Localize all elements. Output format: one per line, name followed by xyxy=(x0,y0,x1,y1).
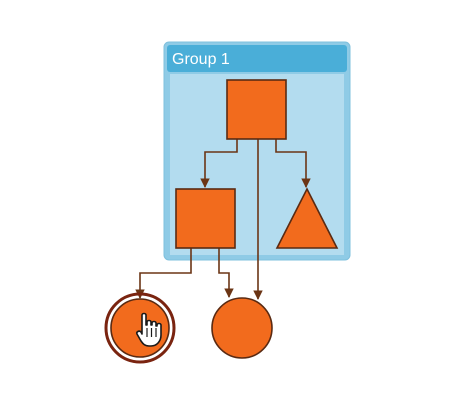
group-title: Group 1 xyxy=(172,51,230,68)
node-square-left[interactable] xyxy=(175,188,236,249)
hand-pointer-icon xyxy=(136,312,162,347)
node-square-top[interactable] xyxy=(226,79,287,140)
edges xyxy=(135,139,311,300)
selection-ring xyxy=(104,292,176,364)
node-triangle-right[interactable] xyxy=(275,187,339,249)
node-circle-left[interactable] xyxy=(104,292,176,364)
nodes xyxy=(104,79,339,364)
edge-left-square-to-left-circle[interactable] xyxy=(135,248,192,299)
node-circle-right[interactable] xyxy=(211,297,273,359)
edge-top-to-triangle[interactable] xyxy=(275,139,311,188)
edge-left-square-to-right-circle[interactable] xyxy=(218,248,234,298)
edge-top-to-left-square[interactable] xyxy=(200,139,238,188)
group-header[interactable] xyxy=(167,45,347,72)
